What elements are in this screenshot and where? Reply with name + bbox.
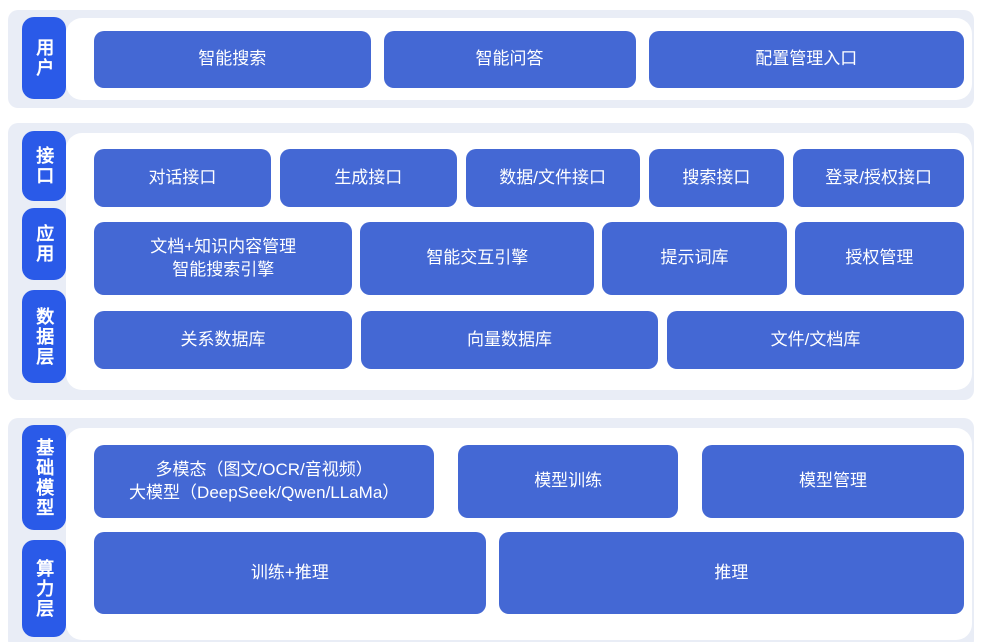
block-multimodal-llm: 多模态（图文/OCR/音视频） 大模型（DeepSeek/Qwen/LLaMa） — [94, 445, 435, 518]
block-line: 智能搜索引擎 — [172, 259, 275, 279]
section-interface-app-data-layer: 接口 应用 数据层 对话接口 生成接口 数据/文件接口 搜索接口 登录/授权接口… — [8, 123, 974, 400]
block-login-auth-api: 登录/授权接口 — [793, 149, 964, 207]
layer-label-user: 用户 — [22, 17, 66, 99]
layer-label-foundation-model: 基础模型 — [22, 425, 66, 530]
middle-layer-labels: 接口 应用 数据层 — [22, 123, 66, 383]
block-intelligent-interaction-engine: 智能交互引擎 — [360, 222, 595, 295]
block-config-management-entry: 配置管理入口 — [648, 30, 964, 88]
middle-layer-panel: 对话接口 生成接口 数据/文件接口 搜索接口 登录/授权接口 文档+知识内容管理… — [66, 133, 972, 390]
layer-label-compute: 算力层 — [22, 540, 66, 637]
bottom-layer-labels: 基础模型 算力层 — [22, 418, 66, 637]
block-line: 大模型（DeepSeek/Qwen/LLaMa） — [129, 482, 400, 502]
block-prompt-library: 提示词库 — [602, 222, 787, 295]
layer-label-interface: 接口 — [22, 131, 66, 201]
block-model-training: 模型训练 — [458, 445, 679, 518]
block-search-api: 搜索接口 — [648, 149, 785, 207]
block-vector-database: 向量数据库 — [361, 311, 659, 369]
block-data-file-api: 数据/文件接口 — [465, 149, 640, 207]
block-dialog-api: 对话接口 — [94, 149, 271, 207]
user-layer-panel: 智能搜索 智能问答 配置管理入口 — [66, 18, 972, 100]
block-smart-search: 智能搜索 — [94, 30, 371, 88]
user-layer-row: 智能搜索 智能问答 配置管理入口 — [94, 30, 964, 88]
section-user-layer: 用户 智能搜索 智能问答 配置管理入口 — [8, 10, 974, 108]
block-authorization-management: 授权管理 — [794, 222, 964, 295]
data-row: 关系数据库 向量数据库 文件/文档库 — [94, 311, 964, 369]
bottom-layer-panel: 多模态（图文/OCR/音视频） 大模型（DeepSeek/Qwen/LLaMa）… — [66, 428, 972, 640]
block-inference: 推理 — [498, 532, 964, 614]
section-model-compute-layer: 基础模型 算力层 多模态（图文/OCR/音视频） 大模型（DeepSeek/Qw… — [8, 418, 974, 642]
layer-label-application: 应用 — [22, 208, 66, 280]
block-line: 多模态（图文/OCR/音视频） — [155, 459, 373, 479]
block-smart-qa: 智能问答 — [383, 30, 636, 88]
user-layer-labels: 用户 — [22, 10, 66, 99]
block-line: 文档+知识内容管理 — [150, 236, 297, 256]
interface-row: 对话接口 生成接口 数据/文件接口 搜索接口 登录/授权接口 — [94, 149, 964, 207]
foundation-model-row: 多模态（图文/OCR/音视频） 大模型（DeepSeek/Qwen/LLaMa）… — [94, 445, 964, 518]
application-row: 文档+知识内容管理 智能搜索引擎 智能交互引擎 提示词库 授权管理 — [94, 222, 964, 295]
compute-row: 训练+推理 推理 — [94, 532, 964, 614]
block-doc-knowledge-search-engine: 文档+知识内容管理 智能搜索引擎 — [94, 222, 353, 295]
block-model-management: 模型管理 — [702, 445, 964, 518]
block-relational-database: 关系数据库 — [94, 311, 353, 369]
block-training-inference: 训练+推理 — [94, 532, 486, 614]
block-generation-api: 生成接口 — [279, 149, 457, 207]
layer-label-data: 数据层 — [22, 290, 66, 383]
block-file-document-store: 文件/文档库 — [667, 311, 964, 369]
